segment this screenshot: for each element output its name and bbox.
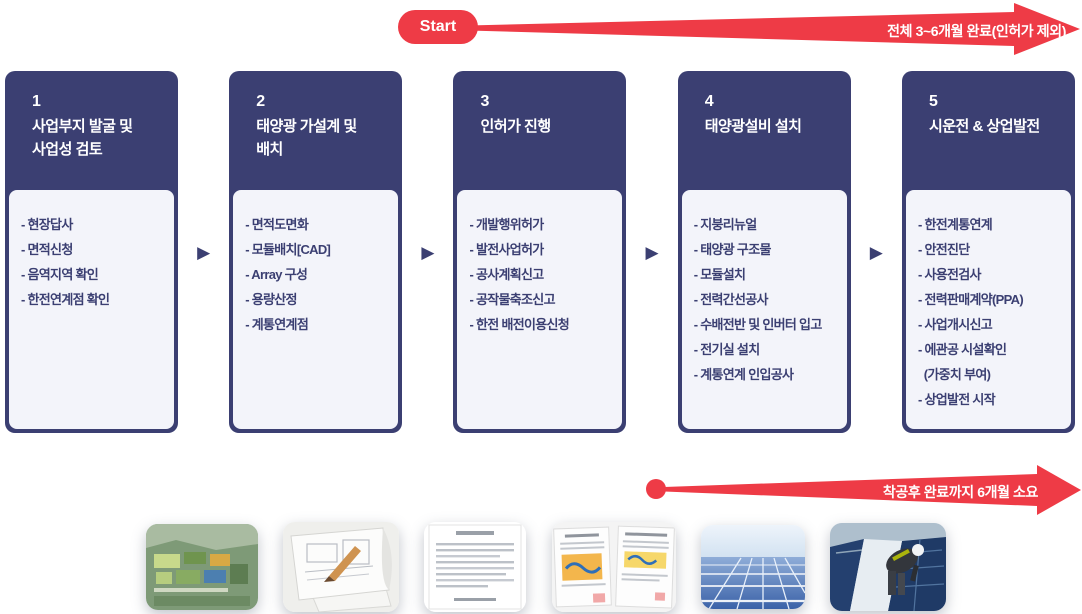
step-number: 3 [480, 93, 490, 110]
step-number: 4 [704, 93, 714, 110]
step-task-item: - 음역지역 확인 [21, 267, 99, 282]
step-task-item: - 모듈설치 [693, 267, 746, 282]
step-task-item: - 사용전검사 [917, 267, 982, 282]
next-step-arrow-icon: ▶ [869, 242, 883, 262]
step-title: 사업부지 발굴 및 사업성 검토 [32, 118, 133, 158]
step-title: 시운전 & 상업발전 [928, 118, 1040, 135]
step-task-item: - 한전 배전이용신청 [469, 317, 570, 332]
step-task-item: - 용량산정 [245, 292, 297, 307]
step-header: 5 시운전 & 상업발전 [902, 71, 1075, 190]
step-task-item: - 개발행위허가 [469, 217, 544, 232]
step-task-item: - 계통연계점 [245, 317, 309, 332]
step-task-item: - 한전연계점 확인 [21, 292, 110, 307]
process-step-card: 2 태양광 가설계 및 배치 - 면적도면화 - 모듈배치[CAD] - Array… [229, 71, 403, 433]
step-item-list: - 면적도면화 - 모듈배치[CAD] - Array 구성 - 용량산정 - 계통연계… [233, 190, 399, 429]
step-task-item: - 전기실 설치 [693, 342, 760, 357]
panel-installation-worker-photo [829, 523, 946, 611]
step-item-list: - 현장답사 - 면적신청 - 음역지역 확인 - 한전연계점 확인 [9, 190, 174, 429]
step-task-item: - 수배전반 및 인버터 입고 [693, 317, 823, 332]
step-task-item: - 공사계획신고 [469, 267, 544, 282]
step-title: 태양광 가설계 및 배치 [256, 118, 357, 158]
step-item-list: - 한전계통연계 - 안전진단 - 사용전검사 - 전력판매계약(PPA) - 사업개시… [905, 190, 1071, 429]
blueprint-drawing-photo [283, 522, 400, 612]
process-step-card: 5 시운전 & 상업발전 - 한전계통연계 - 안전진단 - 사용전검사 - 전력판매… [901, 71, 1075, 433]
start-badge: Start [398, 10, 478, 44]
process-steps: 1 사업부지 발굴 및 사업성 검토 - 현장답사 - 면적신청 - 음역지역 확인… [5, 71, 1075, 433]
next-step-arrow-icon: ▶ [645, 242, 659, 262]
step-task-item: - 한전계통연계 [917, 217, 993, 232]
step-header: 1 사업부지 발굴 및 사업성 검토 [5, 71, 178, 190]
step-task-item: - 계통연계 인입공사 [693, 367, 794, 382]
step-task-item: - Array 구성 [245, 267, 308, 282]
step-title: 태양광설비 설치 [704, 118, 802, 135]
bottom-arrow-label: 착공후 완료까지 6개월 소요 [882, 484, 1039, 500]
step-task-item: - 발전사업허가 [469, 242, 544, 257]
step-task-item: - 상업발전 시작 [917, 392, 996, 407]
step-task-item: - 태양광 구조물 [693, 242, 772, 257]
step-task-item: - 사업개시신고 [917, 317, 993, 332]
step-number: 5 [928, 93, 938, 110]
step-header: 3 인허가 진행 [453, 71, 626, 190]
step-header: 4 태양광설비 설치 [678, 71, 851, 190]
step-task-item: - 현장답사 [21, 217, 73, 232]
step-item-list: - 개발행위허가 - 발전사업허가 - 공사계획신고 - 공작물축조신고 - 한전 배전… [457, 190, 623, 429]
top-arrow-label: 전체 3~6개월 완료(인허가 제외) [887, 23, 1066, 39]
process-step-card: 4 태양광설비 설치 - 지붕리뉴얼 - 태양광 구조물 - 모듈설치 - 전력간선공… [677, 71, 851, 433]
top-timeline-arrow: 전체 3~6개월 완료(인허가 제외) [462, 0, 1082, 58]
process-step-card: 3 인허가 진행 - 개발행위허가 - 발전사업허가 - 공사계획신고 - 공작물축조… [453, 71, 627, 433]
step-task-item: - 안전진단 [917, 242, 970, 257]
permit-certificates-photo [551, 522, 676, 612]
aerial-site-photo [146, 524, 258, 610]
step-number: 1 [32, 93, 41, 110]
step-task-item: - 면적도면화 [245, 217, 309, 232]
step-task-item: - 전력판매계약(PPA) [917, 292, 1024, 307]
step-number: 2 [256, 93, 266, 110]
step-task-item: (가중치 부여) [917, 367, 991, 382]
next-step-arrow-icon: ▶ [421, 242, 435, 262]
step-task-item: - 공작물축조신고 [469, 292, 555, 307]
step-task-item: - 에관공 시설확인 [917, 342, 1007, 357]
step-title: 인허가 진행 [480, 118, 551, 135]
process-photo-strip [146, 522, 946, 612]
step-task-item: - 전력간선공사 [693, 292, 769, 307]
right-arrow-icon [468, 3, 1080, 55]
step-task-item: - 모듈배치[CAD] [245, 242, 331, 257]
step-task-item: - 지붕리뉴얼 [693, 217, 758, 232]
process-step-card: 1 사업부지 발굴 및 사업성 검토 - 현장답사 - 면적신청 - 음역지역 확인… [5, 71, 178, 433]
solar-panel-field-photo [700, 525, 805, 609]
dot-arrow-icon [646, 465, 1081, 515]
contract-document-photo [424, 522, 527, 612]
step-task-item: - 면적신청 [21, 242, 73, 257]
bottom-timeline-arrow: 착공후 완료까지 6개월 소요 [645, 462, 1082, 518]
step-item-list: - 지붕리뉴얼 - 태양광 구조물 - 모듈설치 - 전력간선공사 - 수배전반 및 인… [681, 190, 847, 429]
step-header: 2 태양광 가설계 및 배치 [229, 71, 402, 190]
next-step-arrow-icon: ▶ [197, 242, 211, 262]
